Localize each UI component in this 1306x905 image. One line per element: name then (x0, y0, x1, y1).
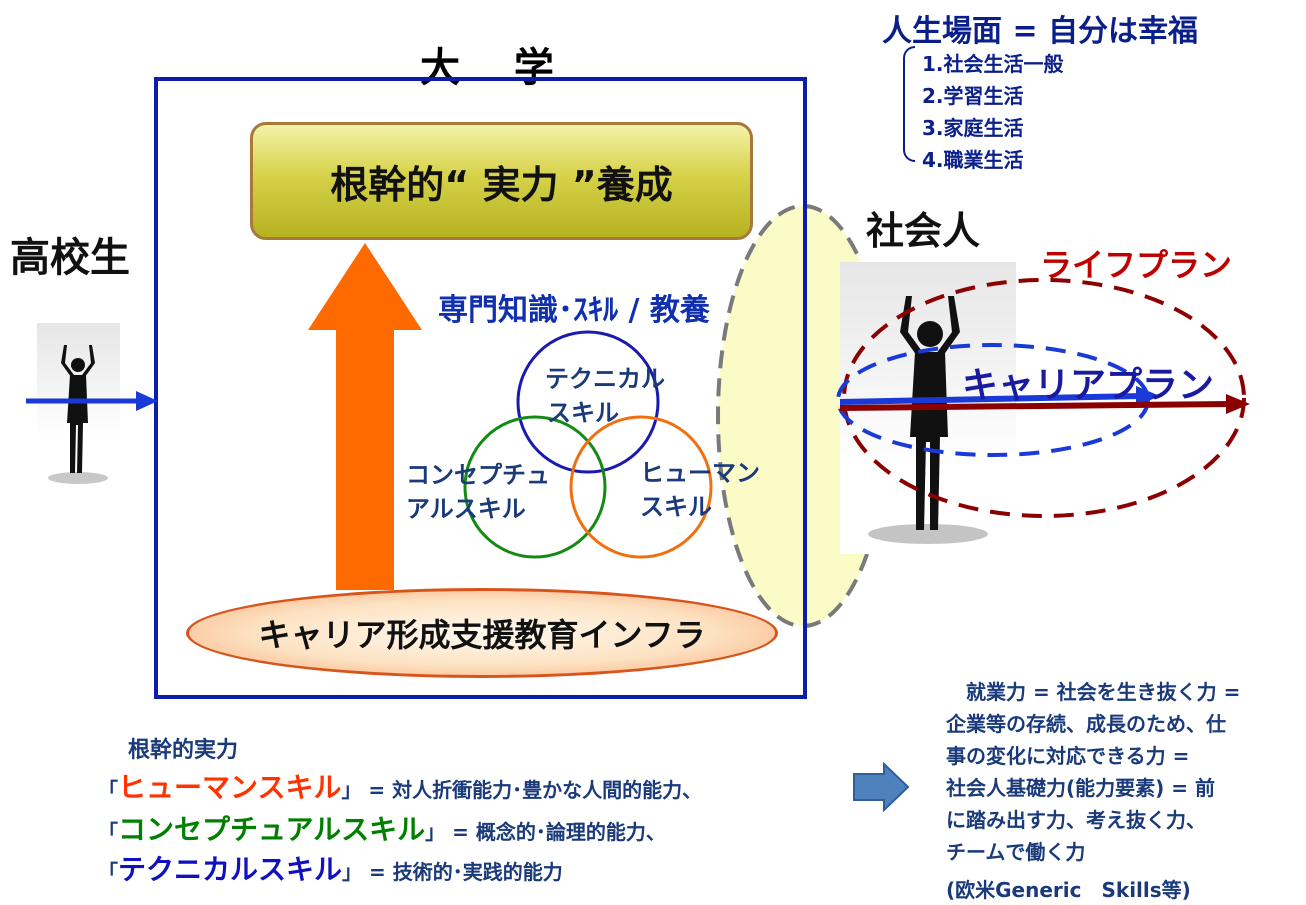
plans-graphics (836, 278, 1250, 518)
life-plan-label: ライフプラン (1040, 246, 1233, 284)
life-plan-arrow (839, 401, 1231, 411)
university-title: 大 学 (420, 45, 574, 91)
life-plan-ellipse (842, 278, 1246, 518)
career-infra-ellipse: キャリア形成支援教育インフラ (186, 588, 778, 678)
technical-skill-circle (516, 330, 660, 474)
career-plan-label: キャリアプラン (962, 365, 1215, 406)
life-scene-item: 3.家庭生活 (922, 116, 1024, 140)
life-scenes-title: 人生場面 = 自分は幸福 (882, 14, 1199, 49)
person-silhouette-icon (868, 296, 988, 544)
life-scene-item: 4.職業生活 (922, 148, 1024, 172)
core-ability-box: 根幹的“ 実力 ”養成 (250, 122, 753, 240)
student-image (37, 323, 120, 490)
block-arrow-right-icon (853, 762, 910, 812)
career-infra-label: キャリア形成支援教育インフラ (258, 616, 706, 654)
human-skill-label: ヒューマン スキル (640, 459, 760, 521)
core-ability-label: 根幹的“ 実力 ”養成 (330, 162, 673, 207)
definition-conceptual: 「コンセプチュアルスキル」 = 概念的･論理的能力、 (98, 813, 666, 846)
definition-human: 「ヒューマンスキル」 = 対人折衝能力･豊かな人間的能力、 (98, 771, 703, 804)
adult-label: 社会人 (866, 209, 981, 253)
conceptual-skill-label: コンセプチュ アルスキル (406, 461, 550, 523)
university-box (154, 77, 807, 699)
growth-arrow (308, 243, 422, 590)
definition-technical: 「テクニカルスキル」 = 技術的･実践的能力 (98, 853, 563, 886)
employability-text: 就業力 = 社会を生き抜く力 = 企業等の存続、成長のため、仕 事の変化に対応で… (946, 680, 1241, 864)
entry-arrow (26, 391, 158, 411)
human-skill-circle (569, 415, 713, 559)
life-scenes-brace (903, 46, 915, 162)
life-scene-item: 1.社会生活一般 (922, 52, 1064, 76)
generic-skills-note: (欧米Generic Skills等) (946, 878, 1191, 902)
definitions-title: 根幹的実力 (128, 738, 239, 763)
career-plan-arrow (839, 393, 1143, 405)
student-label: 高校生 (10, 235, 130, 281)
technical-skill-label: テクニカル スキル (545, 365, 665, 427)
life-scene-item: 2.学習生活 (922, 84, 1024, 108)
conceptual-skill-circle (463, 415, 607, 559)
expertise-label: 専門知識･ｽｷﾙ / 教養 (438, 293, 710, 328)
